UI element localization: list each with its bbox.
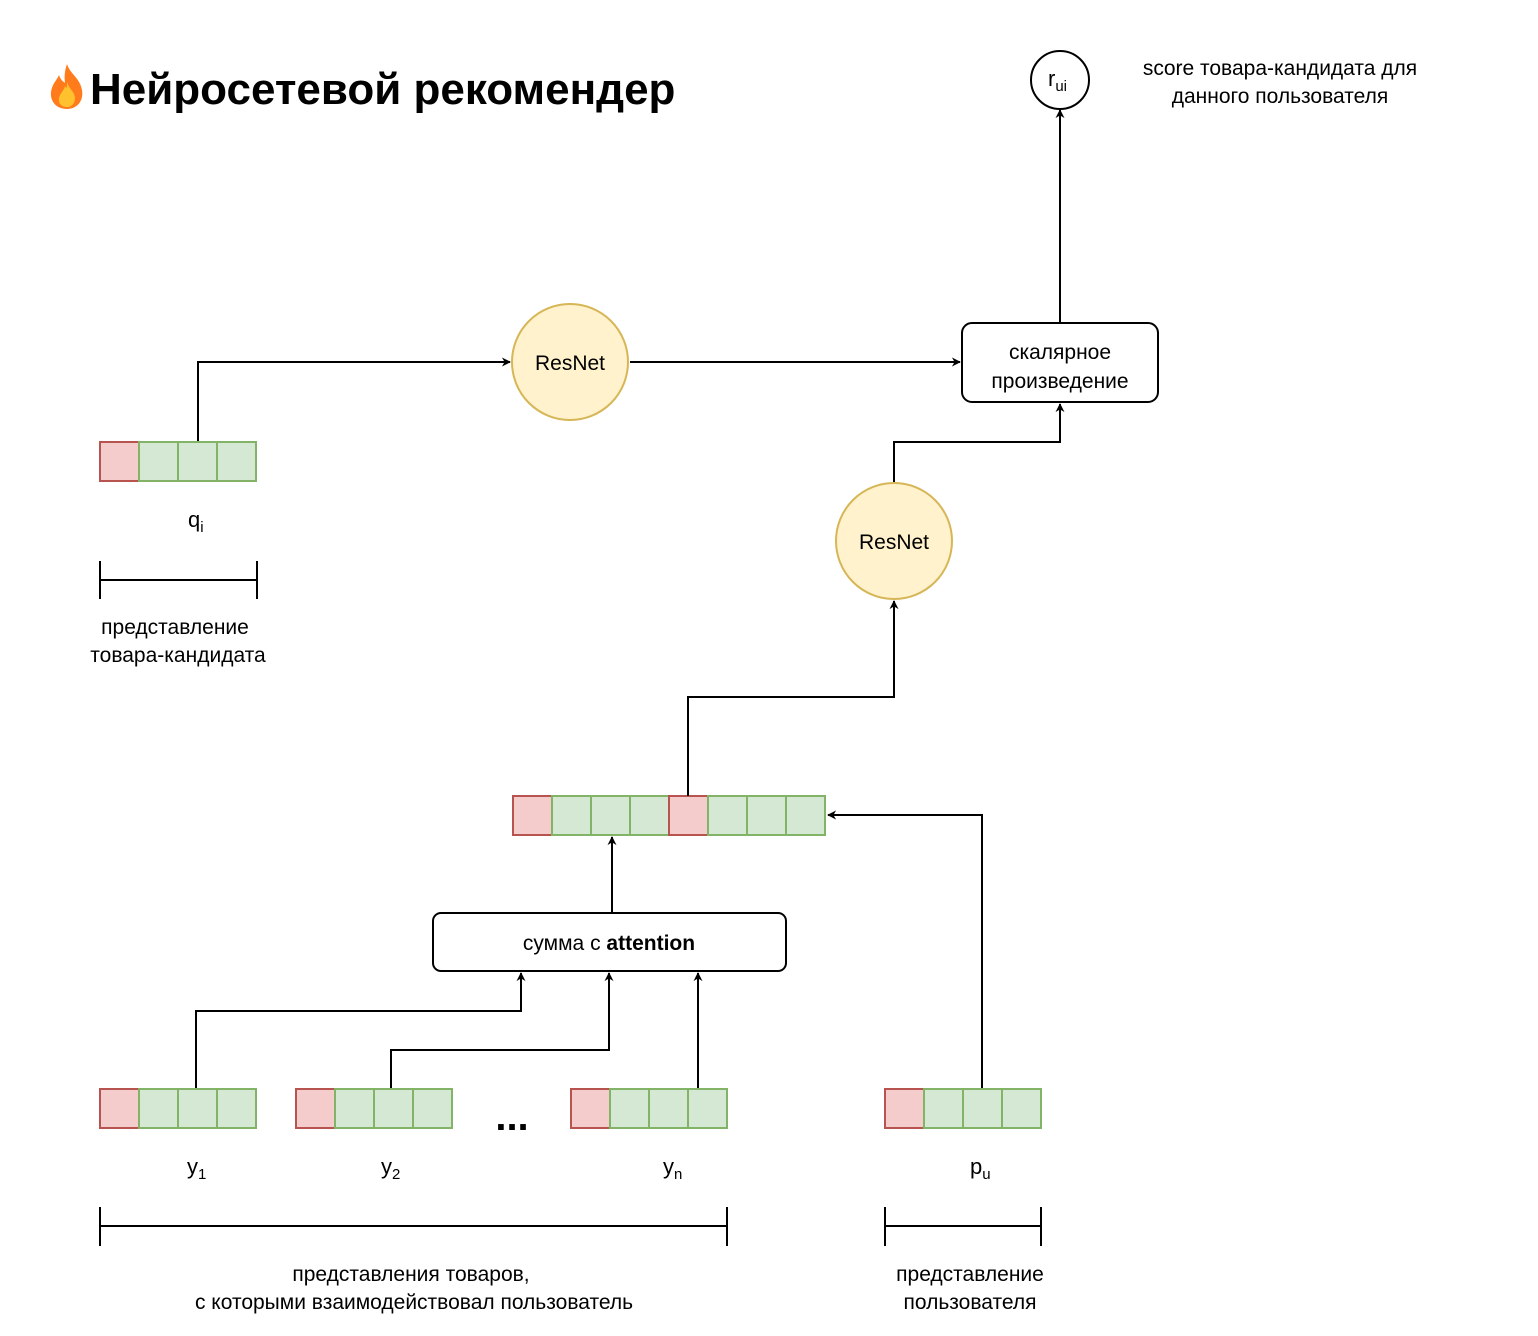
vector-cell-green [648, 1088, 689, 1129]
concat-vector [512, 795, 826, 836]
resnet-user-label: ResNet [859, 531, 929, 554]
vector-cell-green [216, 441, 257, 482]
history-symbol-y2: y2 [381, 1154, 400, 1183]
history-symbol-yn: yn [663, 1154, 682, 1183]
user-symbol: pu [970, 1154, 991, 1183]
vector-cell-green [138, 1088, 179, 1129]
edges [195, 109, 1065, 1088]
resnet-user-node: ResNet [835, 482, 953, 600]
output-caption-line2: данного пользователя [1172, 85, 1389, 108]
vector-cell-green [412, 1088, 453, 1129]
vector-cell-green [334, 1088, 375, 1129]
vector-cell-green [373, 1088, 414, 1129]
vector-cell-red [884, 1088, 925, 1129]
vector-cell-green [177, 1088, 218, 1129]
vector-cell-green [1001, 1088, 1042, 1129]
history-vector-yn [570, 1088, 728, 1129]
edge-candidate-to-resnet [197, 357, 511, 441]
title-block: Нейросетевой рекомендер [50, 64, 675, 114]
history-vector-y2 [295, 1088, 453, 1129]
resnet-item-label: ResNet [535, 352, 605, 375]
output-caption-line1: score товара-кандидата для [1143, 57, 1417, 80]
attention-label: сумма с attention [523, 932, 695, 955]
page-title: Нейросетевой рекомендер [90, 65, 675, 114]
user-caption-line2: пользователя [904, 1291, 1037, 1314]
resnet-item-node: ResNet [511, 303, 629, 421]
vector-cell-red [570, 1088, 611, 1129]
history-symbol-y1: y1 [187, 1154, 206, 1183]
attention-box: сумма с attention [432, 912, 787, 972]
history-caption-line1: представления товаров, [292, 1263, 529, 1286]
user-bracket [884, 1207, 1042, 1246]
output-symbol: rui [1048, 66, 1067, 95]
vector-cell-green [609, 1088, 650, 1129]
vector-cell-green [707, 795, 748, 836]
user-caption-line1: представление [896, 1263, 1044, 1286]
history-vector-y1 [99, 1088, 257, 1129]
vector-cell-green [746, 795, 787, 836]
vector-cell-green [177, 441, 218, 482]
vector-cell-green [590, 795, 631, 836]
edge-user-to-concat [827, 810, 983, 1088]
edge-y2-to-attention [390, 972, 614, 1088]
history-ellipsis: ... [495, 1095, 528, 1139]
vector-cell-green [629, 795, 670, 836]
fire-icon [50, 64, 83, 109]
dot-product-line2: произведение [991, 370, 1128, 393]
edge-y1-to-attention [195, 972, 526, 1088]
vector-cell-green [138, 441, 179, 482]
dot-product-line1: скалярное [1009, 341, 1111, 364]
dot-product-box: скалярное произведение [961, 322, 1159, 403]
vector-cell-green [785, 795, 826, 836]
edge-user-resnet-to-dot-product [893, 403, 1065, 482]
user-vector [884, 1088, 1042, 1129]
vector-cell-red [99, 441, 140, 482]
vector-cell-green [687, 1088, 728, 1129]
output-node: rui [1030, 50, 1090, 110]
vector-cell-green [923, 1088, 964, 1129]
candidate-symbol: qi [188, 507, 204, 536]
candidate-caption-line1: представление [101, 616, 249, 639]
vector-cell-red [99, 1088, 140, 1129]
vector-cell-green [551, 795, 592, 836]
candidate-bracket [99, 561, 258, 599]
output-circle [1030, 50, 1090, 110]
candidate-vector [99, 441, 257, 482]
vector-cell-green [216, 1088, 257, 1129]
vector-cell-green [962, 1088, 1003, 1129]
edge-concat-to-resnet [687, 600, 899, 796]
history-bracket [99, 1207, 728, 1246]
history-caption-line2: с которыми взаимодействовал пользователь [195, 1291, 633, 1314]
candidate-caption-line2: товара-кандидата [90, 644, 266, 667]
vector-cell-red [295, 1088, 336, 1129]
vector-cell-red [512, 795, 553, 836]
vector-cell-red [668, 795, 709, 836]
